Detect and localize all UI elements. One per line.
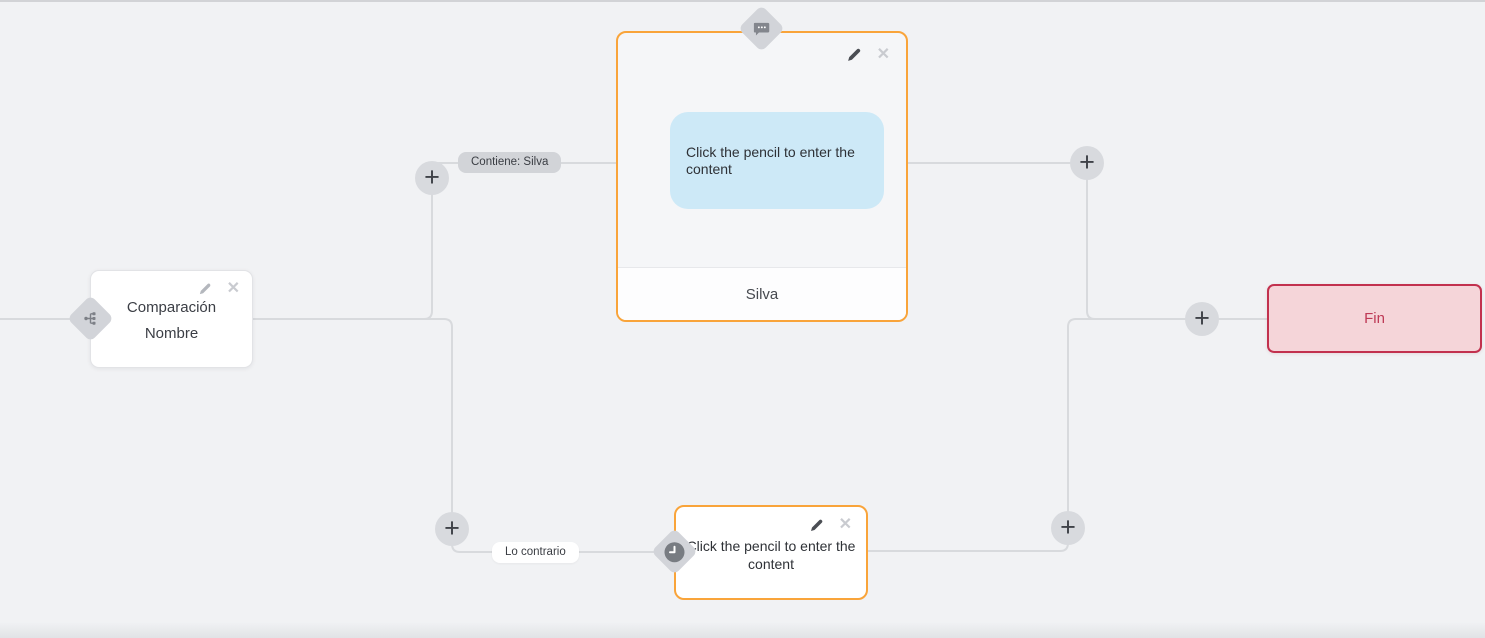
plus-icon: + bbox=[444, 512, 460, 543]
comparison-node-text: Comparación Nombre bbox=[91, 299, 252, 351]
edit-button[interactable] bbox=[198, 282, 212, 296]
plus-icon: + bbox=[1079, 146, 1095, 177]
delay-port[interactable] bbox=[651, 528, 698, 575]
plus-icon: + bbox=[1194, 302, 1210, 333]
add-button-after-delay[interactable]: + bbox=[1051, 511, 1085, 545]
close-icon: ✕ bbox=[876, 46, 890, 63]
connector-line bbox=[253, 318, 654, 553]
comparison-subtitle: Nombre bbox=[144, 325, 199, 342]
delete-button[interactable]: ✕ bbox=[839, 517, 852, 533]
delay-node[interactable]: ✕ Click the pencil to enter the content bbox=[674, 505, 868, 600]
add-button-branch-otherwise[interactable]: + bbox=[435, 512, 469, 546]
pencil-icon bbox=[199, 283, 211, 295]
message-node-footer: Silva bbox=[618, 267, 906, 320]
comparison-title: Comparación bbox=[126, 299, 217, 316]
pencil-icon bbox=[847, 48, 860, 61]
edit-button[interactable] bbox=[846, 47, 862, 63]
message-footer-text: Silva bbox=[745, 285, 779, 303]
edit-button[interactable] bbox=[809, 518, 824, 533]
delete-button[interactable]: ✕ bbox=[227, 281, 240, 297]
add-button-before-end[interactable]: + bbox=[1185, 302, 1219, 336]
message-node[interactable]: ✕ Click the pencil to enter the content … bbox=[616, 31, 908, 322]
connector-line bbox=[868, 318, 1267, 552]
delete-button[interactable]: ✕ bbox=[877, 47, 890, 63]
edge-label-contains[interactable]: Contiene: Silva bbox=[458, 152, 562, 173]
plus-icon: + bbox=[1060, 511, 1076, 542]
add-button-after-message[interactable]: + bbox=[1070, 146, 1104, 180]
delay-node-text: Click the pencil to enter the content bbox=[686, 538, 856, 572]
sitemap-icon bbox=[83, 311, 98, 326]
add-button-branch-contains[interactable]: + bbox=[415, 161, 449, 195]
speech-bubble-icon bbox=[753, 21, 770, 36]
clock-icon bbox=[664, 541, 686, 563]
end-node-label: Fin bbox=[1364, 310, 1385, 327]
comparison-port[interactable] bbox=[67, 295, 114, 342]
end-node[interactable]: Fin bbox=[1267, 284, 1482, 353]
message-bubble: Click the pencil to enter the content bbox=[670, 112, 884, 209]
pencil-icon bbox=[810, 519, 822, 531]
canvas-bottom-shade bbox=[0, 622, 1485, 638]
close-icon: ✕ bbox=[226, 280, 240, 297]
edge-label-otherwise[interactable]: Lo contrario bbox=[492, 542, 579, 563]
message-bubble-text: Click the pencil to enter the content bbox=[686, 143, 855, 177]
close-icon: ✕ bbox=[838, 516, 852, 533]
comparison-node[interactable]: ✕ Comparación Nombre bbox=[90, 270, 253, 368]
canvas-top-border bbox=[0, 0, 1485, 2]
message-port[interactable] bbox=[738, 5, 785, 52]
connector-line bbox=[908, 162, 1267, 320]
plus-icon: + bbox=[424, 161, 440, 192]
